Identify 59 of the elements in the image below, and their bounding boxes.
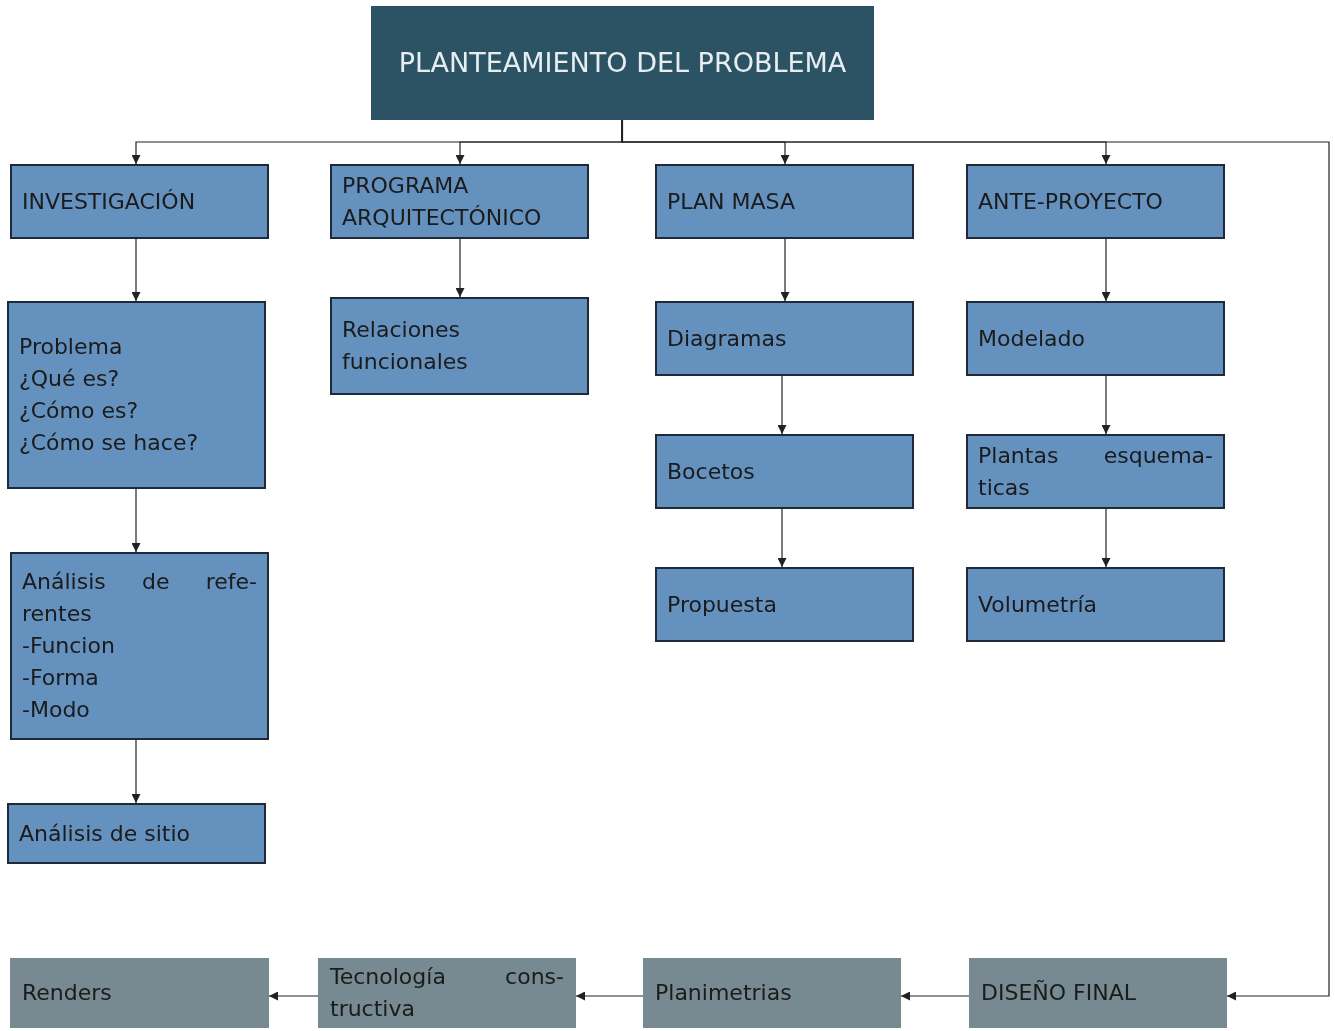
- box-text: ¿Qué es?: [19, 365, 121, 393]
- arrow: [131, 739, 141, 804]
- process-box: [330, 164, 589, 239]
- box-text: Modelado: [978, 324, 1086, 353]
- output-box: [318, 958, 576, 1028]
- box-text: Diagramas: [667, 324, 788, 353]
- arrow: [621, 119, 1111, 165]
- box-text: Análisis de sitio: [19, 819, 191, 848]
- arrow: [777, 508, 787, 568]
- box-text: ¿Cómo se hace?: [19, 429, 200, 457]
- arrow: [131, 488, 141, 553]
- box-text: -Funcion: [22, 632, 116, 660]
- process-box: [7, 301, 266, 489]
- output-box: [10, 958, 269, 1028]
- box-text: PLAN MASA: [667, 187, 796, 216]
- process-box: [966, 301, 1225, 376]
- box-text: -Modo: [22, 696, 91, 724]
- output-box: [643, 958, 901, 1028]
- arrow: [1101, 508, 1111, 568]
- output-box: [969, 958, 1227, 1028]
- title-box: [371, 6, 874, 120]
- process-box: [655, 567, 914, 642]
- process-box: [330, 297, 589, 395]
- box-text: Bocetos: [667, 457, 756, 486]
- box-text: Tecnología cons- tructiva: [330, 963, 564, 1023]
- box-text: Plantas esquema- ticas: [978, 441, 1213, 502]
- process-box: [966, 567, 1225, 642]
- arrow: [1101, 375, 1111, 435]
- process-box: [10, 552, 269, 740]
- box-text: PROGRAMA ARQUITECTÓNICO: [342, 171, 543, 232]
- arrow: [777, 375, 787, 435]
- arrow: [621, 119, 1330, 1001]
- arrow: [131, 238, 141, 302]
- box-text: Volumetría: [978, 590, 1099, 619]
- box-text: PLANTEAMIENTO DEL PROBLEMA: [398, 47, 847, 79]
- box-text: ANTE-PROYECTO: [978, 187, 1164, 216]
- process-box: [655, 434, 914, 509]
- box-text: Planimetrias: [655, 979, 793, 1007]
- box-text: ¿Cómo es?: [19, 397, 140, 425]
- arrow: [575, 991, 644, 1001]
- process-box: [655, 164, 914, 239]
- box-text: DISEÑO FINAL: [981, 979, 1137, 1007]
- arrow: [268, 991, 319, 1001]
- box-text: INVESTIGACIÓN: [22, 187, 197, 216]
- process-box: [655, 301, 914, 376]
- process-box: [966, 164, 1225, 239]
- arrow: [900, 991, 970, 1001]
- box-text: Propuesta: [667, 590, 778, 619]
- process-box: [7, 803, 266, 864]
- box-text: Problema: [19, 333, 124, 361]
- process-box: [966, 434, 1225, 509]
- box-text: -Forma: [22, 664, 100, 692]
- process-box: [10, 164, 269, 239]
- box-text: Renders: [22, 979, 113, 1007]
- arrow: [455, 238, 465, 298]
- box-text: Análisis de refe- rentes: [22, 568, 257, 628]
- arrow: [780, 238, 790, 302]
- arrow: [1101, 238, 1111, 302]
- box-text: Relaciones funcionales: [342, 316, 469, 376]
